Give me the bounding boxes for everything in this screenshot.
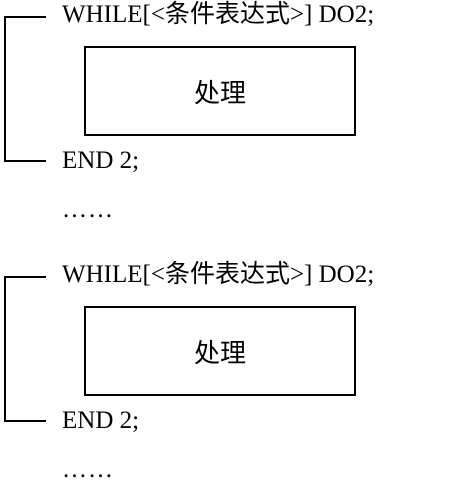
ellipsis: …… [62, 196, 114, 223]
bracket-bottom-line [4, 160, 46, 162]
end-statement: END 2; [62, 407, 140, 434]
while-statement: WHILE[<条件表达式>] DO2; [62, 261, 375, 288]
while-loop-block-1: WHILE[<条件表达式>] DO2; 处理 END 2; …… [0, 0, 450, 223]
process-label: 处理 [193, 78, 246, 109]
end-statement: END 2; [62, 147, 140, 174]
while-loop-block-2: WHILE[<条件表达式>] DO2; 处理 END 2; …… [0, 260, 450, 483]
process-box: 处理 [84, 46, 356, 136]
while-statement: WHILE[<条件表达式>] DO2; [62, 1, 375, 28]
bracket-vertical-line [4, 16, 6, 162]
bracket-bottom-line [4, 420, 46, 422]
loop-bracket [4, 16, 46, 162]
process-label: 处理 [193, 338, 246, 369]
loop-bracket [4, 276, 46, 422]
bracket-vertical-line [4, 276, 6, 422]
process-box: 处理 [84, 306, 356, 396]
ellipsis: …… [62, 456, 114, 483]
bracket-top-line [4, 16, 46, 18]
bracket-top-line [4, 276, 46, 278]
